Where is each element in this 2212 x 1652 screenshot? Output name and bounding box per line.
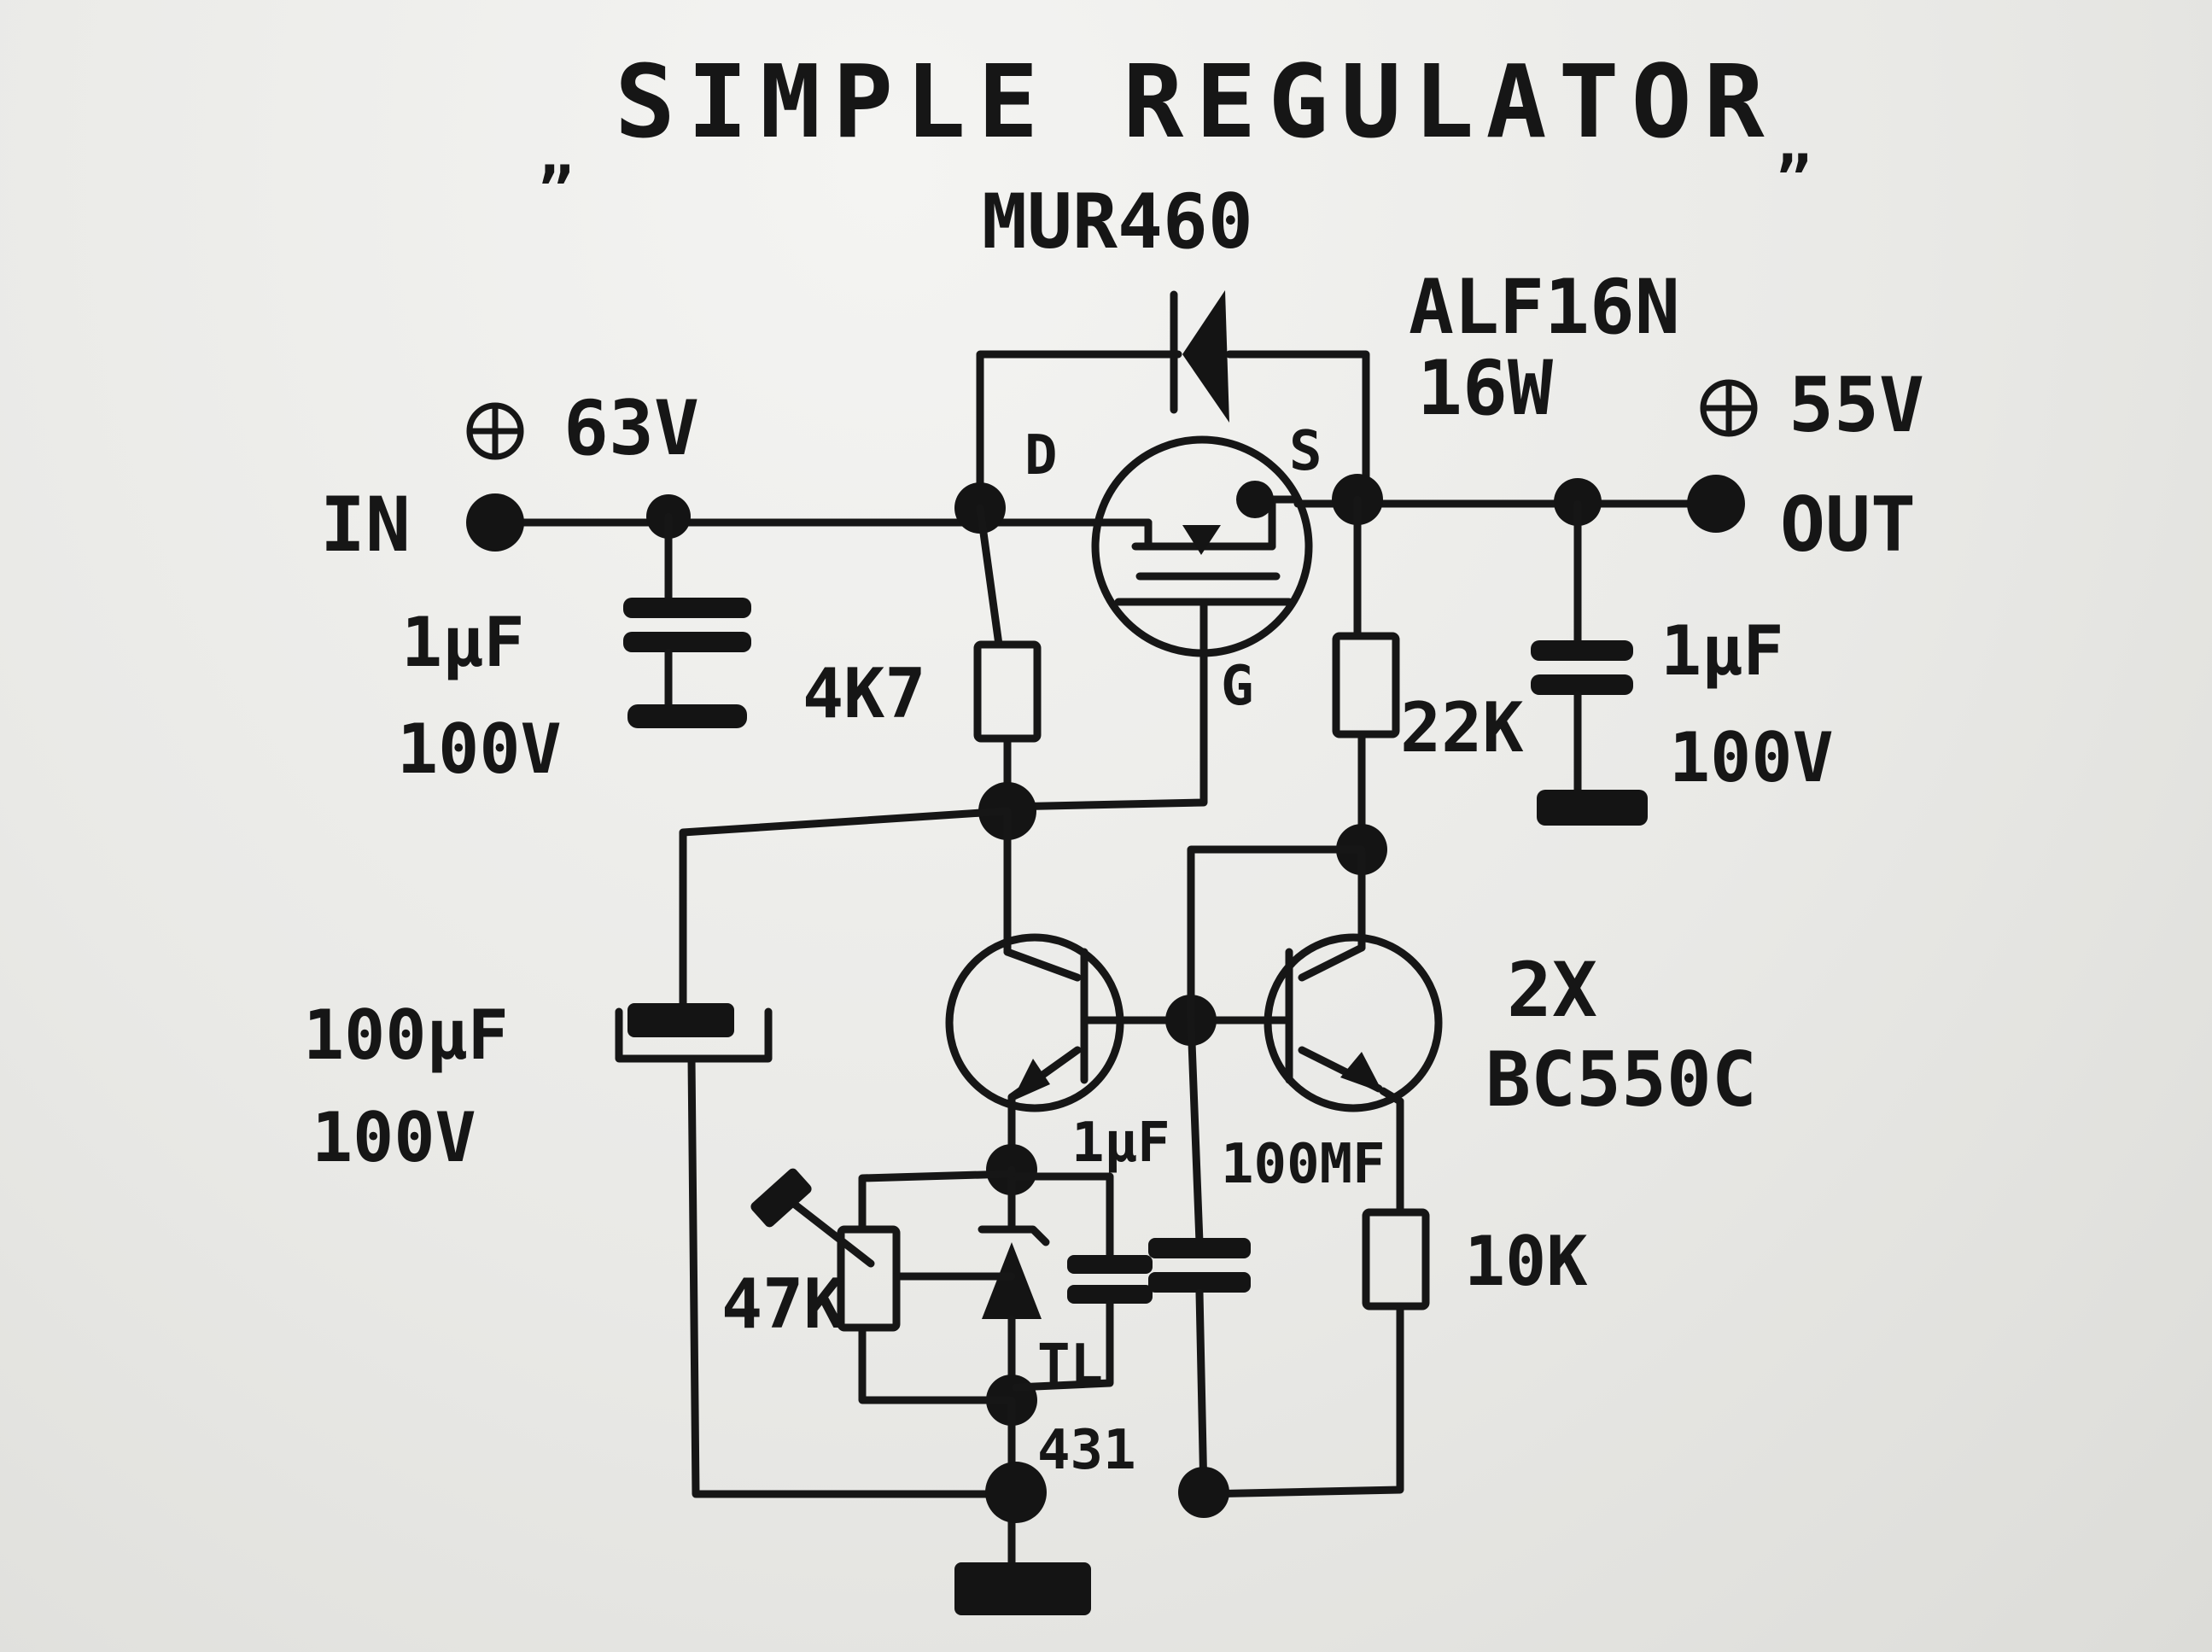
junction-ground-left (985, 1462, 1047, 1523)
title-quote-close: „ (1776, 108, 1824, 178)
junction-ground-right (1178, 1467, 1229, 1518)
feedback-wire (1187, 845, 1366, 1024)
transistor-count-label: 2X (1507, 946, 1597, 1034)
zener-tl431 (978, 1165, 1050, 1404)
input-terminal (466, 493, 524, 552)
input-cap-voltage: 100V (397, 709, 562, 789)
gate-cap-voltage: 100V (312, 1098, 476, 1177)
output-terminal (1687, 475, 1745, 533)
source-label: S (1289, 420, 1322, 483)
output-label: OUT (1780, 481, 1916, 569)
title-quote-open: „ (538, 120, 586, 190)
transistor-type-label: BC550C (1485, 1036, 1757, 1124)
trimmer-label: 47K (721, 1264, 845, 1344)
diode-label: MUR460 (982, 178, 1253, 266)
output-capacitor (1531, 499, 1648, 826)
base-capacitor (1148, 1016, 1251, 1498)
drain-label: D (1024, 424, 1058, 487)
zener-capacitor (1007, 1172, 1153, 1392)
resistor-4k7 (973, 504, 1042, 811)
transistor-right (1187, 845, 1443, 1112)
resistor-10k (1199, 1097, 1430, 1498)
diode-mur460 (976, 290, 1370, 517)
output-voltage-label: 55V (1789, 361, 1924, 449)
resistor-22k (1332, 495, 1400, 854)
trimmer-47k (750, 1168, 1016, 1404)
zener-label-b: 431 (1037, 1419, 1136, 1482)
mosfet-alf16n (1003, 435, 1313, 811)
ground-symbol (954, 1562, 1091, 1615)
gate-cap-value: 100µF (303, 995, 509, 1075)
resistor-4k7-label: 4K7 (803, 654, 926, 733)
resistor-22k-label: 22K (1400, 688, 1524, 768)
output-cap-value: 1µF (1660, 611, 1784, 691)
gate-capacitor (615, 807, 1012, 1498)
zener-cap-label: 1µF (1071, 1112, 1170, 1175)
resistor-10k-label: 10K (1464, 1222, 1588, 1301)
input-capacitor (623, 512, 751, 728)
input-voltage-label: 63V (563, 384, 699, 472)
gate-label: G (1221, 655, 1254, 718)
plus-icon-input (466, 402, 524, 460)
output-cap-voltage: 100V (1669, 718, 1834, 797)
mosfet-type-label: ALF16N (1409, 263, 1680, 351)
title: SIMPLE REGULATOR (615, 43, 1777, 161)
plus-icon-output (1700, 379, 1758, 437)
mosfet-power-label: 16W (1417, 344, 1553, 432)
input-label: IN (320, 481, 411, 569)
base-cap-label: 100MF (1221, 1133, 1386, 1196)
input-cap-value: 1µF (401, 603, 525, 682)
